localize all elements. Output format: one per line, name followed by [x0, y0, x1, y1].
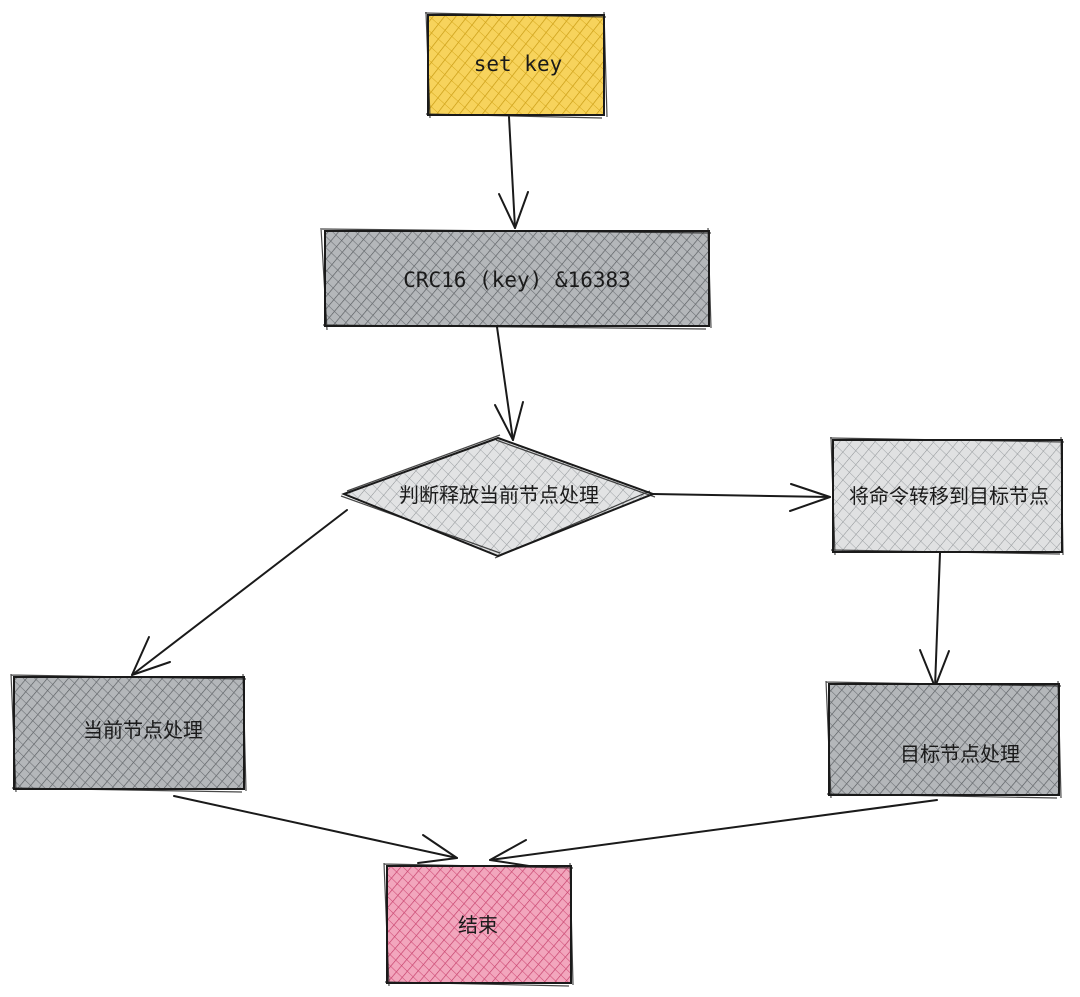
- node-forward-label: 将命令转移到目标节点: [849, 484, 1049, 508]
- node-target-node: 目标节点处理: [825, 680, 1062, 799]
- edge-crc-to-decision: [494, 326, 524, 441]
- edge-forward-to-target-node: [919, 552, 950, 688]
- node-crc16-label: CRC16 (key) &16383: [403, 268, 631, 292]
- node-forward: 将命令转移到目标节点: [829, 436, 1065, 556]
- edge-current-node-to-end: [173, 795, 458, 864]
- node-set-key: set key: [424, 11, 608, 119]
- node-target-node-label: 目标节点处理: [900, 742, 1020, 766]
- edge-decision-to-forward: [652, 483, 831, 512]
- node-crc16: CRC16 (key) &16383: [320, 227, 712, 331]
- edge-setkey-to-crc: [498, 116, 529, 229]
- node-set-key-label: set key: [474, 52, 563, 76]
- edge-target-node-to-end: [489, 799, 938, 867]
- edge-decision-to-current-node: [131, 509, 348, 676]
- node-decision-label: 判断释放当前节点处理: [399, 483, 599, 507]
- node-current-node-label: 当前节点处理: [83, 718, 203, 742]
- node-end: 结束: [383, 862, 574, 987]
- node-current-node: 当前节点处理: [10, 673, 247, 793]
- node-end-label: 结束: [458, 913, 498, 937]
- node-decision: 判断释放当前节点处理: [340, 434, 656, 559]
